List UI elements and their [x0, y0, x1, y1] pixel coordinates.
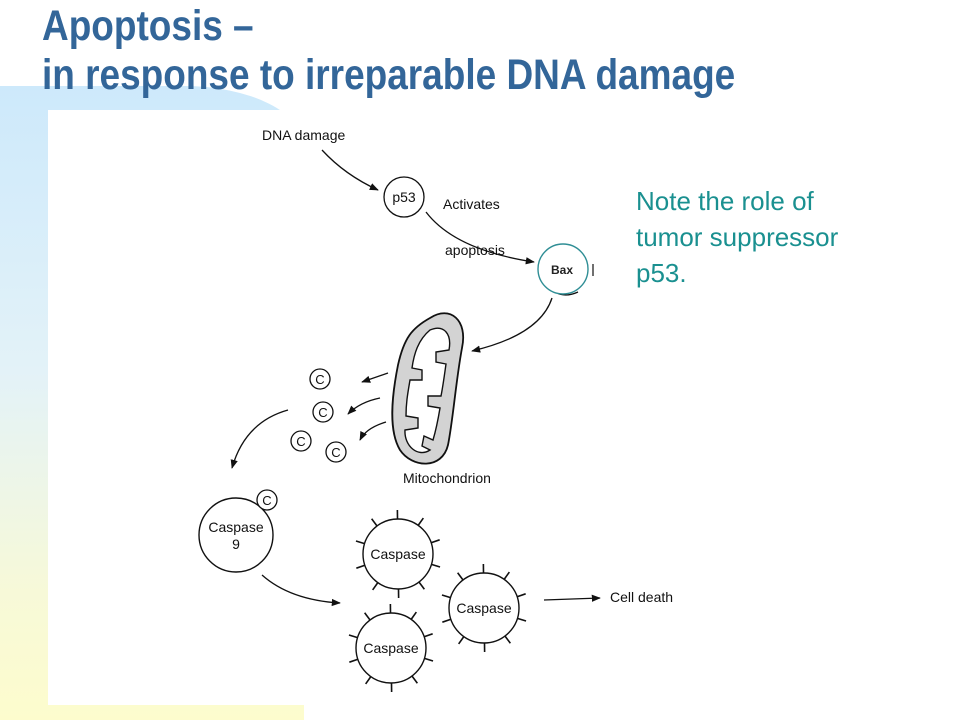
- arrow-p53-to-bax: [425, 211, 535, 265]
- cytochrome-c-label: C: [262, 493, 271, 508]
- caspase-spike: [411, 675, 419, 684]
- caspase-label: Caspase: [456, 600, 511, 616]
- arrow-caspase-9-to-caspases: [261, 574, 341, 607]
- caspase-spike: [430, 539, 440, 544]
- bax-label: Bax: [551, 263, 573, 277]
- caspase-circle: [355, 612, 427, 684]
- bax-circle: [537, 243, 589, 295]
- title-line-1: Apoptosis –: [42, 2, 254, 50]
- cytochrome-c: C: [290, 430, 312, 452]
- caspase-circle: [362, 518, 434, 590]
- caspase-spike: [431, 563, 441, 568]
- caspase-spike: [423, 633, 433, 638]
- activates-label: Activates: [443, 196, 500, 212]
- cytochrome-c: C: [256, 489, 278, 511]
- p53-label: p53: [392, 189, 416, 205]
- mitochondrion-cristae: [404, 327, 451, 454]
- caspase-node: Caspase: [348, 603, 434, 693]
- caspase-spike: [363, 612, 371, 621]
- note-line-2: tumor suppressor: [636, 222, 839, 252]
- cytochrome-c-label: C: [296, 434, 305, 449]
- title-line-2: in response to irreparable DNA damage: [42, 51, 736, 99]
- caspase-spike: [457, 636, 465, 645]
- caspase-spike: [355, 540, 365, 545]
- cytochrome-c-label: C: [315, 372, 324, 387]
- arrow-release-3: [359, 421, 387, 441]
- caspase-spike: [410, 611, 418, 620]
- note-line-1: Note the role of: [636, 186, 814, 216]
- caspase-label: Caspase: [363, 640, 418, 656]
- p53-node: p53: [383, 176, 425, 218]
- caspase-spike: [504, 635, 512, 644]
- caspase-spike: [356, 564, 366, 569]
- caspase-spike: [349, 658, 359, 663]
- cytochrome-c-circle: [256, 489, 278, 511]
- caspase-spike: [418, 581, 426, 590]
- dna-damage-label: DNA damage: [262, 127, 345, 143]
- caspase-spike: [517, 617, 527, 622]
- arrow-to-caspase-9: [230, 409, 289, 469]
- mitochondrion: [391, 312, 465, 465]
- caspase-spike: [503, 571, 511, 580]
- bax-node: Bax: [537, 243, 594, 296]
- caspase-node: Caspase: [441, 563, 527, 653]
- note-text: Note the role of tumor suppressor p53.: [636, 183, 936, 291]
- cytochrome-c: C: [325, 441, 347, 463]
- caspase-spike: [417, 517, 425, 526]
- mitochondrion-label: Mitochondrion: [403, 470, 491, 486]
- caspase-spike: [370, 518, 378, 527]
- caspase-spike: [364, 676, 372, 685]
- caspase-spike: [442, 618, 452, 623]
- cytochrome-c: C: [312, 401, 334, 423]
- caspase-spike: [516, 593, 526, 598]
- cytochrome-c-circle: [290, 430, 312, 452]
- cytochrome-c-label: C: [318, 405, 327, 420]
- caspase-9-circle: [198, 497, 274, 573]
- arrow-release-1: [361, 372, 389, 383]
- arrow-bax-to-mitochondrion: [471, 297, 553, 353]
- arrow-to-cell-death: [543, 594, 601, 602]
- caspase-9-label-line-2: 9: [232, 536, 240, 552]
- note-line-3: p53.: [636, 258, 687, 288]
- caspase-spike: [424, 657, 434, 662]
- cytochrome-c-circle: [309, 368, 331, 390]
- cell-death-label: Cell death: [610, 589, 673, 605]
- caspase-label: Caspase: [370, 546, 425, 562]
- caspase-9-label-line-1: Caspase: [208, 519, 263, 535]
- cytochrome-c-circle: [325, 441, 347, 463]
- caspase-spike: [456, 572, 464, 581]
- arrow-dna-to-p53: [321, 149, 379, 191]
- cytochrome-c-label: C: [331, 445, 340, 460]
- caspase-spike: [348, 634, 358, 639]
- caspase-circle: [448, 572, 520, 644]
- caspase-node: Caspase: [355, 509, 441, 599]
- cytochrome-c: C: [309, 368, 331, 390]
- apoptosis-label: apoptosis: [445, 242, 505, 258]
- arrow-release-2: [347, 397, 381, 415]
- p53-circle: [383, 176, 425, 218]
- caspase-9-node: Caspase 9: [198, 497, 274, 573]
- slide-title: Apoptosis – in response to irreparable D…: [42, 2, 735, 100]
- caspase-spike: [371, 582, 379, 591]
- cytochrome-c-circle: [312, 401, 334, 423]
- caspase-spike: [441, 594, 451, 599]
